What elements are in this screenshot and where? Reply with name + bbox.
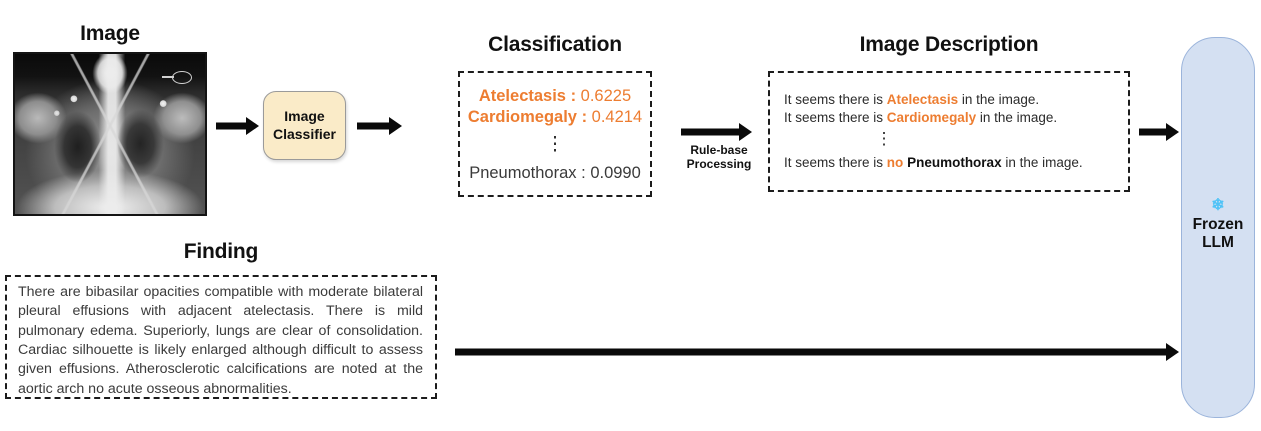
classification-score: 0.0990 [590, 164, 641, 183]
xray-side-marker-icon [162, 71, 192, 84]
classification-box: Atelectasis : 0.6225 Cardiomegaly : 0.42… [458, 71, 652, 197]
frozen-llm-line2: LLM [1202, 233, 1234, 251]
description-section-title: Image Description [859, 33, 1039, 56]
image-description-box: It seems there is Atelectasis in the ima… [768, 71, 1130, 192]
arrow-shaft [681, 128, 740, 136]
rule-label-line2: Processing [686, 157, 752, 172]
classification-score: 0.6225 [580, 87, 632, 105]
arrow-shaft [357, 122, 390, 130]
classification-section-title: Classification [488, 33, 622, 56]
arrow-shaft [455, 348, 1167, 356]
frozen-llm-line1: Frozen [1192, 216, 1244, 233]
classification-label: Pneumothorax [469, 164, 577, 183]
arrow-head-icon [1166, 123, 1179, 141]
classification-separator: : [570, 87, 577, 105]
description-line-negative: It seems there is no Pneumothorax in the… [784, 154, 1128, 172]
frozen-llm-label: ❄ Frozen LLM [1182, 198, 1254, 252]
finding-section-title: Finding [183, 240, 259, 263]
description-prefix: It seems there is [784, 155, 887, 171]
description-prefix: It seems there is [784, 92, 887, 107]
classifier-label-line1: Image [284, 108, 325, 125]
rule-label-line1: Rule-base [690, 143, 748, 157]
classification-row-last: Pneumothorax : 0.0990 [460, 163, 650, 184]
description-negation: no [886, 155, 904, 171]
image-classifier-node[interactable]: Image Classifier [263, 91, 346, 160]
arrow-shaft [1139, 128, 1167, 136]
description-entity: Cardiomegaly [886, 109, 977, 125]
arrow-head-icon [739, 123, 752, 141]
snowflake-icon: ❄ [1211, 197, 1225, 214]
classification-ellipsis: ⋮ [545, 134, 565, 156]
arrow-head-icon [246, 117, 259, 135]
classification-label: Atelectasis [478, 87, 566, 105]
description-suffix: in the image. [1001, 155, 1083, 171]
classification-label: Cardiomegaly [467, 108, 577, 127]
description-suffix: in the image. [976, 109, 1058, 125]
description-prefix: It seems there is [784, 109, 887, 125]
description-suffix: in the image. [958, 92, 1040, 107]
chest-xray-image [13, 52, 207, 216]
arrow-shaft [216, 122, 247, 130]
description-line: It seems there is Atelectasis in the ima… [784, 91, 1128, 109]
classification-row: Atelectasis : 0.6225 [460, 86, 650, 107]
rule-base-processing-label: Rule-base Processing [670, 143, 768, 172]
finding-box: There are bibasilar opacities compatible… [5, 275, 437, 399]
arrow-head-icon [1166, 343, 1179, 361]
description-entity: Atelectasis [886, 92, 959, 107]
image-section-title: Image [80, 22, 140, 45]
classifier-label-line2: Classifier [272, 125, 337, 142]
description-line: It seems there is Cardiomegaly in the im… [784, 109, 1128, 127]
description-entity: Pneumothorax [907, 155, 1002, 171]
classification-row: Cardiomegaly : 0.4214 [460, 107, 650, 128]
description-ellipsis: ⋮ [875, 129, 893, 149]
classification-separator: : [581, 108, 588, 127]
classification-score: 0.4214 [591, 108, 643, 127]
arrow-head-icon [389, 117, 402, 135]
classification-separator: : [581, 164, 586, 183]
finding-text: There are bibasilar opacities compatible… [18, 284, 423, 397]
frozen-llm-panel[interactable]: ❄ Frozen LLM [1181, 37, 1255, 418]
